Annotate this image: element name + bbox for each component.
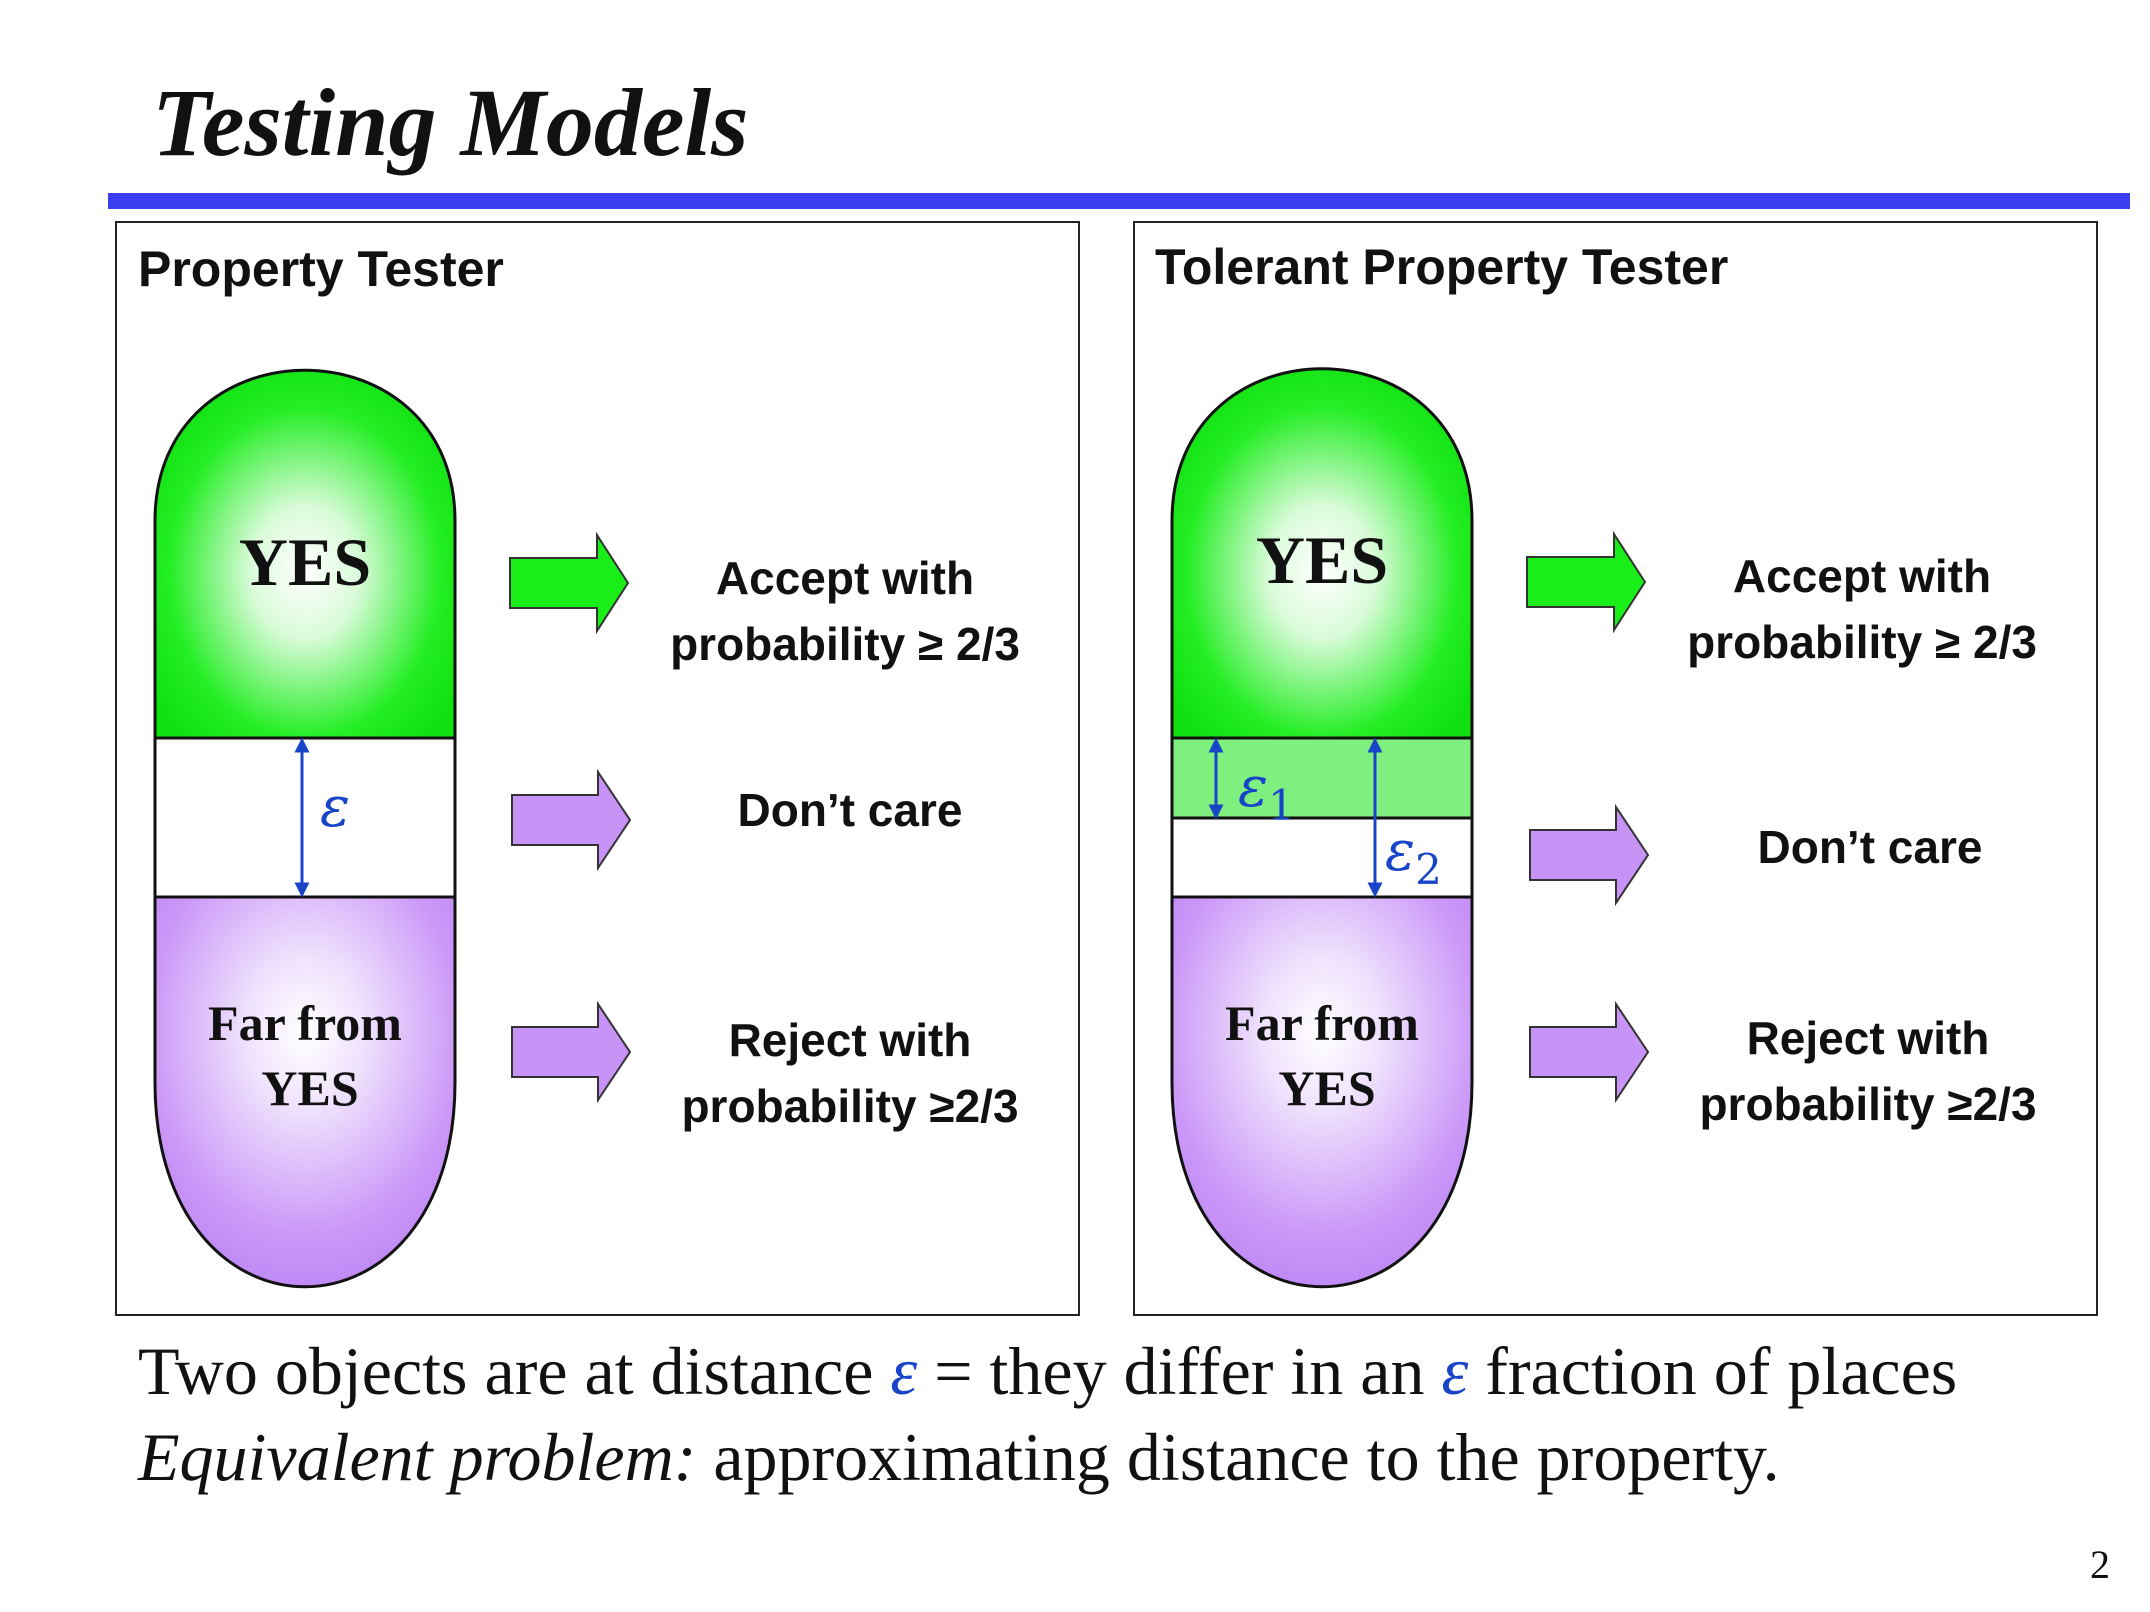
dont-care-text: Don’t care — [738, 784, 963, 836]
reject-text-line2: probability ≥2/3 — [681, 1080, 1018, 1132]
far-label-line2: YES — [261, 1060, 358, 1116]
dont-care-text: Don’t care — [1758, 821, 1983, 873]
panel-border — [1133, 221, 2098, 1316]
accept-arrow-icon — [1526, 530, 1647, 634]
epsilon-label: ε — [320, 775, 350, 840]
yes-label: YES — [239, 524, 371, 600]
definition-line: Two objects are at distance ε = they dif… — [138, 1333, 1957, 1409]
far-label-line1: Far from — [1225, 995, 1419, 1051]
reject-text-line1: Reject with — [729, 1014, 972, 1066]
yes-label: YES — [1256, 522, 1388, 598]
panel-heading: Property Tester — [138, 241, 504, 297]
far-region — [1170, 895, 1474, 1289]
far-label-line2: YES — [1278, 1060, 1375, 1116]
panel-heading: Tolerant Property Tester — [1155, 239, 1728, 295]
reject-arrow-icon — [1529, 1000, 1650, 1104]
far-label-line1: Far from — [208, 995, 402, 1051]
yes-region — [153, 368, 457, 740]
equivalent-problem-line: Equivalent problem: approximating distan… — [137, 1419, 1780, 1495]
gap-region — [153, 736, 457, 899]
panel-tolerant-property-tester: Tolerant Property Tester YES Far from YE… — [1133, 221, 2098, 1316]
accept-text-line2: probability ≥ 2/3 — [670, 618, 1020, 670]
reject-text-line2: probability ≥2/3 — [1699, 1078, 2036, 1130]
dont-care-arrow-icon — [511, 768, 632, 872]
epsilon1-label: ε1 — [1238, 755, 1295, 830]
page-number: 2 — [2090, 1542, 2110, 1587]
epsilon-symbol: ε — [1441, 1333, 1468, 1409]
panel-border — [115, 221, 1080, 1316]
epsilon2-label: ε2 — [1385, 819, 1442, 894]
accept-text-line2: probability ≥ 2/3 — [1687, 616, 2037, 668]
accept-text-line1: Accept with — [1733, 550, 1991, 602]
reject-arrow-icon — [511, 1000, 632, 1104]
accept-text-line1: Accept with — [716, 552, 974, 604]
slide-title: Testing Models — [152, 69, 749, 176]
title-rule — [108, 193, 2130, 209]
epsilon-symbol: ε — [890, 1333, 917, 1409]
dont-care-arrow-icon — [1529, 803, 1650, 907]
reject-text-line1: Reject with — [1747, 1012, 1990, 1064]
accept-arrow-icon — [509, 531, 630, 635]
yes-region — [1170, 367, 1474, 740]
far-region — [153, 895, 457, 1289]
panel-property-tester: Property Tester YES Far from YES ε Accep… — [115, 221, 1080, 1316]
